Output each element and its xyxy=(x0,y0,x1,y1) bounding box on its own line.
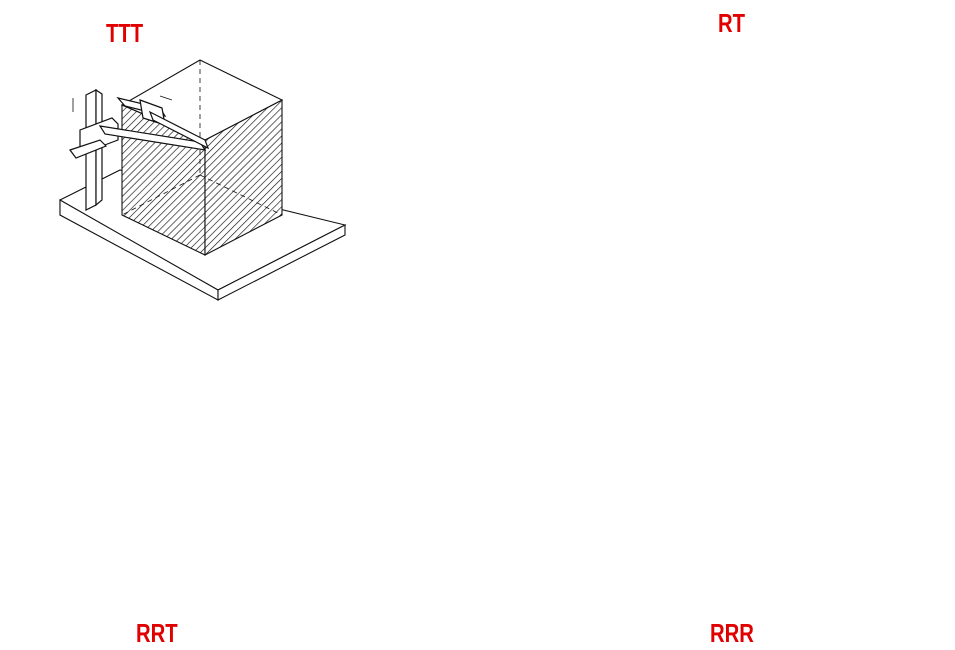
ttt-diagram xyxy=(59,59,347,301)
ttt-label: TTT xyxy=(106,18,144,48)
rrr-label: RRR xyxy=(710,618,754,648)
ttt-horizontal-arm xyxy=(98,125,207,151)
rrt-label: RRT xyxy=(136,618,178,648)
rt-label: RT xyxy=(718,8,746,38)
